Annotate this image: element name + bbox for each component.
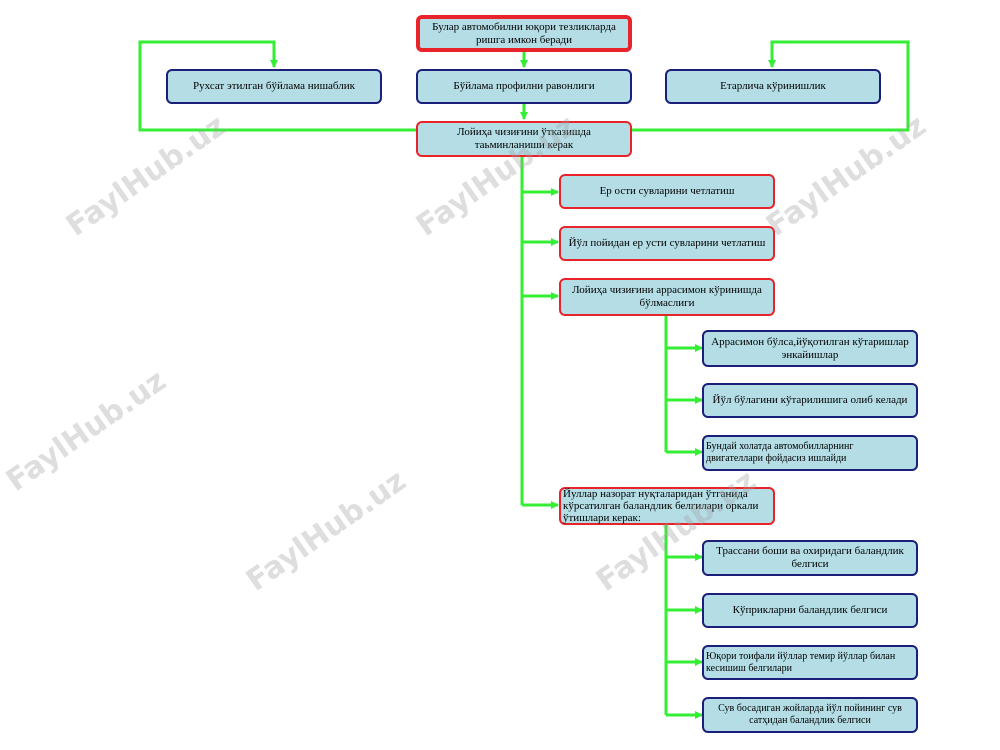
control-points-label: Йуллар назорат нуқталаридан ўтганида кўр… [563,488,759,524]
saw-shaped-effects-node: Аррасимон бўлса,йўқотилган кўтаришлар эн… [702,330,918,367]
rail-crossing-label: Юқори тоифали йўллар темир йўллар билан … [706,650,896,674]
surface-water-node: Йўл пойидан ер усти сувларини четлатиш [559,226,775,261]
flood-marks-label: Сув босадиган жойларда йўл пойининг сув … [718,703,902,726]
engines-idle-node: Бундай холатда автомобилларнинг двигател… [702,435,918,471]
bridge-marks-label: Кўприкларни баландлик белгиси [732,604,888,616]
road-lengthens-node: Йўл бўлагини кўтарилишига олиб келади [702,383,918,418]
road-lengthens-label: Йўл бўлагини кўтарилишига олиб келади [712,394,908,406]
route-marks-label: Трассани боши ва охиридаги баландлик бел… [716,545,904,570]
flood-marks-node: Сув босадиган жойларда йўл пойининг сув … [702,697,918,733]
not-saw-shaped-node: Лойиҳа чизиғини аррасимон кўринишда бўлм… [559,278,775,316]
design-line-label: Лойиҳа чизиғини ўтказишда таьминланиши к… [457,126,591,151]
rail-crossing-node: Юқори тоифали йўллар темир йўллар билан … [702,645,918,680]
surface-water-label: Йўл пойидан ер усти сувларини четлатиш [568,237,766,249]
saw-shaped-effects-label: Аррасимон бўлса,йўқотилган кўтаришлар эн… [711,335,909,361]
root-node: Булар автомобилни юқори тезликларда ришг… [416,15,632,52]
not-saw-shaped-label: Лойиҳа чизиғини аррасимон кўринишда бўлм… [572,284,762,309]
bridge-marks-node: Кўприкларни баландлик белгиси [702,593,918,628]
permitted-slope-label: Рухсат этилган бўйлама нишаблик [193,80,355,92]
groundwater-node: Ер ости сувларини четлатиш [559,174,775,209]
root-node-label: Булар автомобилни юқори тезликларда ришг… [432,20,616,46]
profile-smoothness-node: Бўйлама профилни равонлиги [416,69,632,104]
control-points-node: Йуллар назорат нуқталаридан ўтганида кўр… [559,487,775,525]
groundwater-label: Ер ости сувларини четлатиш [599,185,735,197]
permitted-slope-node: Рухсат этилган бўйлама нишаблик [166,69,382,104]
design-line-node: Лойиҳа чизиғини ўтказишда таьминланиши к… [416,121,632,157]
engines-idle-label: Бундай холатда автомобилларнинг двигател… [706,441,854,464]
route-marks-node: Трассани боши ва охиридаги баландлик бел… [702,540,918,576]
profile-smoothness-label: Бўйлама профилни равонлиги [453,80,595,92]
sufficient-visibility-label: Етарлича кўринишлик [720,80,826,92]
sufficient-visibility-node: Етарлича кўринишлик [665,69,881,104]
